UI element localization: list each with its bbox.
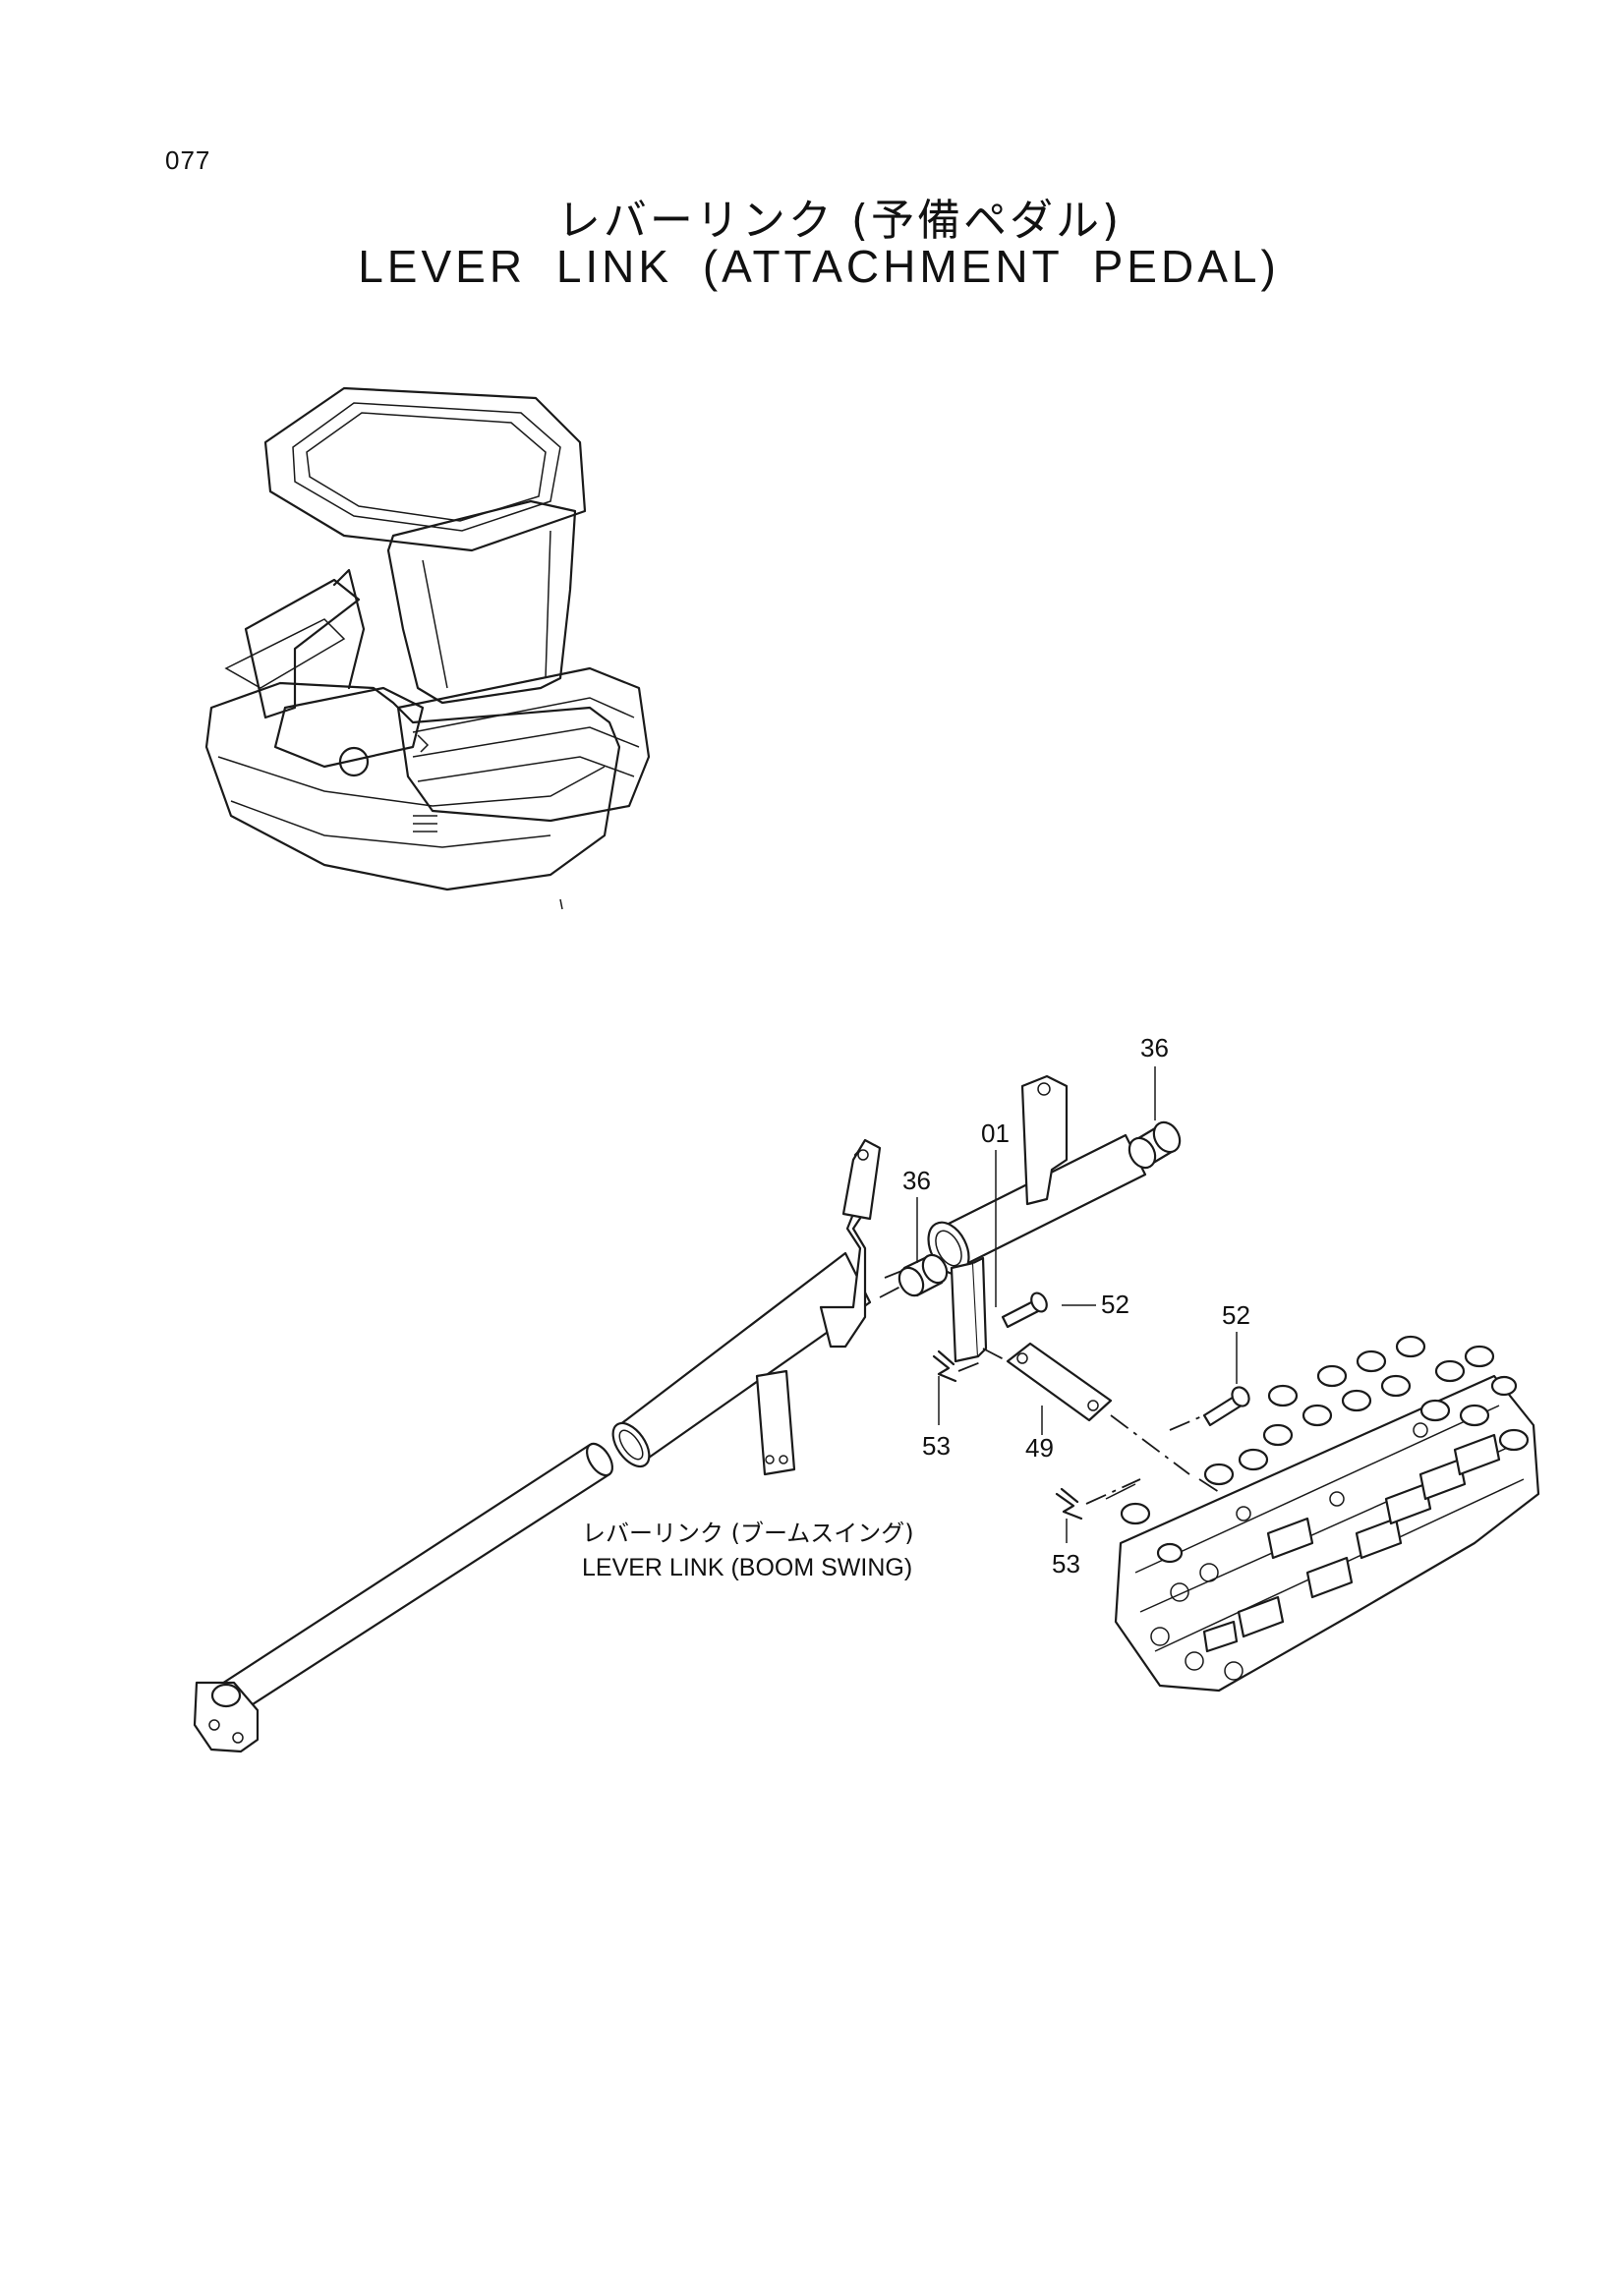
boom-swing-label-english: LEVER LINK (BOOM SWING) (582, 1554, 912, 1581)
attachment-lever-part-01 (879, 1074, 1220, 1493)
leader-lines (916, 1066, 1238, 1543)
callout-01: 01 (981, 1119, 1010, 1148)
page-title-english: LEVER LINK (ATTACHMENT PEDAL) (358, 241, 1280, 292)
callout-36-top: 36 (1140, 1033, 1169, 1062)
page-title-japanese: レバーリンク (予備ペダル) (556, 196, 1123, 246)
boom-swing-lever-link (193, 1138, 915, 1753)
boom-swing-label-japanese: レバーリンク (ブームスイング) (582, 1520, 914, 1547)
control-valve-icon (1055, 1335, 1540, 1693)
operator-cab-icon (204, 386, 651, 910)
callout-53-bottom: 53 (1052, 1549, 1080, 1578)
callout-52-right: 52 (1222, 1300, 1250, 1330)
page-number: 077 (165, 145, 211, 175)
callout-53-left: 53 (922, 1431, 951, 1461)
callout-36-middle: 36 (902, 1166, 931, 1195)
callout-52-middle: 52 (1101, 1290, 1129, 1319)
callout-49: 49 (1025, 1433, 1054, 1463)
